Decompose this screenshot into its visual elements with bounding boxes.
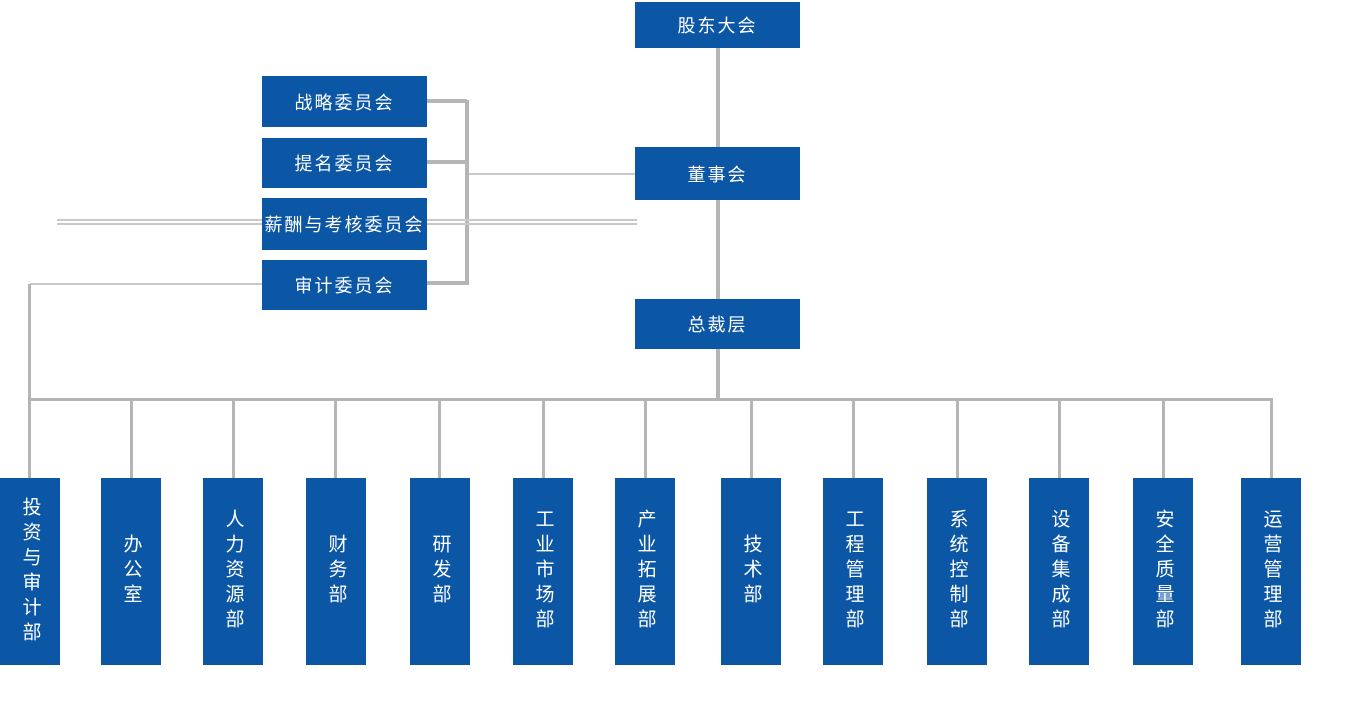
- department-label: 技术部: [740, 534, 762, 609]
- department-node: 财务部: [306, 478, 366, 665]
- department-node: 产业拓展部: [615, 478, 675, 665]
- department-label: 研发部: [429, 534, 451, 609]
- connector-dept-stub: [1058, 401, 1061, 478]
- connector-dept-stub: [130, 401, 133, 478]
- department-node: 技术部: [721, 478, 781, 665]
- department-label: 投资与审计部: [19, 496, 41, 647]
- department-label: 运营管理部: [1260, 509, 1282, 634]
- department-node: 研发部: [410, 478, 470, 665]
- node-label: 审计委员会: [294, 276, 395, 296]
- node-committee-remuneration: 薪酬与考核委员会: [262, 198, 427, 250]
- department-label: 安全质量部: [1152, 509, 1174, 634]
- department-node: 设备集成部: [1029, 478, 1089, 665]
- department-label: 系统控制部: [946, 509, 968, 634]
- department-node: 系统控制部: [927, 478, 987, 665]
- connector-dept-stub: [1162, 401, 1165, 478]
- department-node: 办公室: [101, 478, 161, 665]
- connector-dept-stub: [334, 401, 337, 478]
- department-label: 工业市场部: [532, 509, 554, 634]
- node-label: 提名委员会: [294, 154, 395, 174]
- connector-dept-stub: [956, 401, 959, 478]
- node-label: 董事会: [687, 164, 748, 185]
- node-label: 战略委员会: [294, 92, 395, 113]
- connector-audit-vertical: [28, 284, 31, 478]
- department-node: 投资与审计部: [0, 478, 60, 665]
- connector-dept-stub: [644, 401, 647, 478]
- node-committee-strategy: 战略委员会: [262, 76, 427, 127]
- department-label: 办公室: [120, 534, 142, 609]
- connector-root-board: [716, 48, 720, 147]
- node-shareholders-meeting: 股东大会: [635, 2, 800, 48]
- connector-rail-board: [469, 173, 635, 175]
- department-node: 安全质量部: [1133, 478, 1193, 665]
- department-node: 工业市场部: [513, 478, 573, 665]
- department-label: 设备集成部: [1048, 509, 1070, 634]
- connector-board-executive: [716, 200, 720, 299]
- connector-nomination-stub: [427, 160, 467, 164]
- connector-dept-stub: [852, 401, 855, 478]
- node-board-of-directors: 董事会: [635, 147, 800, 200]
- department-label: 产业拓展部: [634, 509, 656, 634]
- node-committee-nomination: 提名委员会: [262, 138, 427, 188]
- node-president-level: 总裁层: [635, 299, 800, 349]
- connector-dept-stub: [1270, 401, 1273, 478]
- connector-executive-rail: [716, 349, 720, 399]
- department-label: 财务部: [325, 534, 347, 609]
- connector-department-rail: [29, 398, 1273, 401]
- department-label: 人力资源部: [222, 509, 244, 634]
- node-committee-audit: 审计委员会: [262, 260, 427, 310]
- department-node: 人力资源部: [203, 478, 263, 665]
- node-label: 薪酬与考核委员会: [264, 215, 425, 235]
- connector-dept-stub: [750, 401, 753, 478]
- connector-dept-stub: [438, 401, 441, 478]
- department-node: 工程管理部: [823, 478, 883, 665]
- connector-strategy-stub: [427, 99, 467, 103]
- connector-dept-stub: [232, 401, 235, 478]
- connector-committee-rail: [465, 100, 469, 285]
- connector-audit-stub: [427, 281, 467, 285]
- department-label: 工程管理部: [842, 509, 864, 634]
- connector-audit-left: [30, 283, 262, 285]
- connector-dept-stub: [542, 401, 545, 478]
- department-node: 运营管理部: [1241, 478, 1301, 665]
- node-label: 总裁层: [687, 315, 748, 335]
- node-label: 股东大会: [677, 16, 758, 36]
